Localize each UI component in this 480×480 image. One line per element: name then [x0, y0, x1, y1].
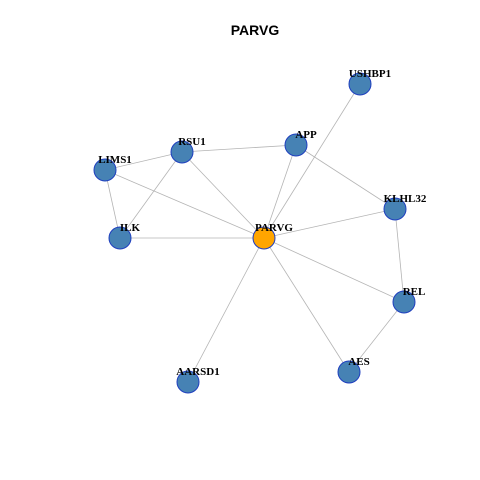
node-circle-aarsd1 [176, 370, 200, 394]
node-lims1: LIMS1 [93, 154, 132, 182]
node-label-aes: AES [348, 356, 369, 368]
node-rsu1: RSU1 [170, 136, 206, 164]
node-label-app: APP [295, 129, 317, 141]
node-label-lims1: LIMS1 [98, 154, 132, 166]
edge-klhl32-rel [394, 208, 405, 303]
node-circle-app [284, 133, 308, 157]
edge-lims1-ilk [104, 169, 121, 239]
edge-parvg-rsu1 [181, 151, 265, 239]
edge-parvg-klhl32 [263, 208, 396, 239]
node-aarsd1: AARSD1 [176, 366, 220, 394]
edge-app-klhl32 [295, 144, 396, 210]
node-circle-ilk [108, 226, 132, 250]
edge-parvg-app [263, 144, 297, 239]
node-klhl32: KLHL32 [383, 193, 427, 221]
node-aes: AES [337, 356, 370, 384]
node-ilk: ILK [108, 222, 141, 250]
node-parvg: PARVG [252, 222, 293, 250]
node-circle-ushbp1 [348, 72, 372, 96]
edge-rsu1-lims1 [104, 151, 183, 171]
edge-parvg-aes [263, 237, 350, 373]
node-rel: REL [392, 286, 426, 314]
node-ushbp1: USHBP1 [348, 68, 391, 96]
node-circle-parvg [252, 226, 276, 250]
node-label-klhl32: KLHL32 [384, 193, 427, 205]
node-circle-lims1 [93, 158, 117, 182]
edge-rel-aes [348, 301, 405, 373]
node-circle-klhl32 [383, 197, 407, 221]
node-label-parvg: PARVG [255, 222, 293, 234]
edges-layer [104, 83, 405, 383]
edge-rsu1-app [181, 144, 297, 153]
edge-parvg-rel [263, 237, 405, 303]
edge-rsu1-ilk [119, 151, 183, 239]
node-label-rsu1: RSU1 [178, 136, 206, 148]
node-circle-rel [392, 290, 416, 314]
node-app: APP [284, 129, 317, 157]
edge-parvg-ushbp1 [263, 83, 361, 239]
node-label-ilk: ILK [120, 222, 141, 234]
edge-parvg-aarsd1 [187, 237, 265, 383]
node-label-ushbp1: USHBP1 [349, 68, 391, 80]
diagram-title: PARVG [231, 22, 280, 38]
edge-parvg-lims1 [104, 169, 265, 239]
node-circle-rsu1 [170, 140, 194, 164]
node-label-rel: REL [403, 286, 426, 298]
node-label-aarsd1: AARSD1 [176, 366, 219, 378]
node-circle-aes [337, 360, 361, 384]
